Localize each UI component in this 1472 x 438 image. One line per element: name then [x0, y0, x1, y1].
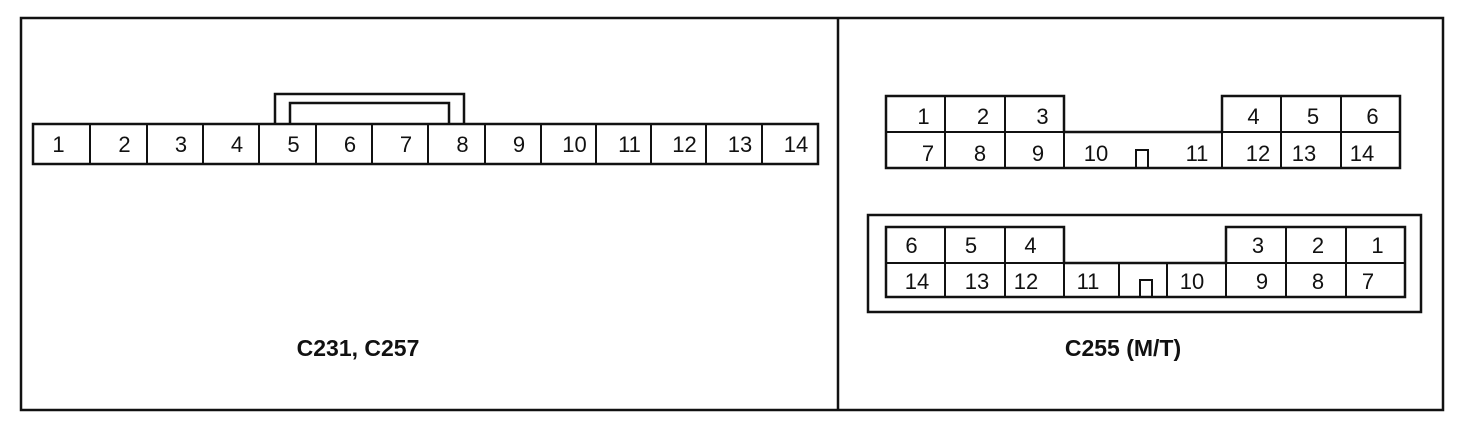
pin-number: 2: [1312, 233, 1324, 258]
pin-number: 9: [1032, 141, 1044, 166]
pin-number: 7: [400, 132, 412, 157]
pin-number: 5: [287, 132, 299, 157]
pin-number: 12: [1246, 141, 1270, 166]
pin-number: 4: [1247, 104, 1259, 129]
shorting-bar-outer: [273, 92, 466, 124]
right-connector-caption: C255 (M/T): [1065, 335, 1181, 361]
pin-number: 5: [965, 233, 977, 258]
pin-number: 10: [1180, 269, 1204, 294]
outer-frame: [19, 16, 1445, 412]
pin-number: 14: [784, 132, 808, 157]
pin-number: 13: [728, 132, 752, 157]
locking-tab: [1139, 279, 1153, 297]
pin-number: 11: [1077, 269, 1100, 294]
pin-number: 8: [974, 141, 986, 166]
right-bottom-connector-body: [884, 225, 1407, 299]
pin-number: 8: [456, 132, 468, 157]
right-top-connector-body: [884, 94, 1402, 170]
left-connector-body: [31, 122, 820, 166]
pin-number: 10: [1084, 141, 1108, 166]
pin-number: 14: [905, 269, 929, 294]
pin-number: 8: [1312, 269, 1324, 294]
pin-number: 3: [175, 132, 187, 157]
pin-number: 4: [1024, 233, 1036, 258]
pin-number: 12: [672, 132, 696, 157]
pin-number: 1: [52, 132, 64, 157]
pin-number: 6: [1366, 104, 1378, 129]
left-connector-caption: C231, C257: [297, 335, 420, 361]
locking-tab: [1135, 149, 1149, 168]
pin-number: 7: [922, 141, 934, 166]
pin-number: 1: [1371, 233, 1383, 258]
pin-number: 10: [562, 132, 586, 157]
pin-number: 2: [977, 104, 989, 129]
pin-number: 9: [1256, 269, 1268, 294]
pin-number: 12: [1014, 269, 1038, 294]
pin-number: 5: [1307, 104, 1319, 129]
pin-number: 3: [1252, 233, 1264, 258]
pin-number: 4: [231, 132, 243, 157]
pin-number: 11: [1186, 141, 1209, 166]
pin-number: 14: [1350, 141, 1374, 166]
pin-number: 6: [905, 233, 917, 258]
pin-number: 3: [1036, 104, 1048, 129]
right-bottom-connector-shell: [866, 213, 1423, 314]
right-bottom-connector: 6 5 4 3 2 1 14 13 12 11 10 9 8 7 C255 (M/T): [866, 213, 1423, 361]
shorting-bar-inner: [288, 101, 451, 124]
pin-number: 9: [513, 132, 525, 157]
pin-number: 13: [965, 269, 989, 294]
pin-number: 2: [118, 132, 130, 157]
pin-number: 6: [344, 132, 356, 157]
pin-number: 11: [618, 132, 641, 157]
pin-number: 13: [1292, 141, 1316, 166]
pin-number: 1: [917, 104, 929, 129]
pin-number: 7: [1362, 269, 1374, 294]
